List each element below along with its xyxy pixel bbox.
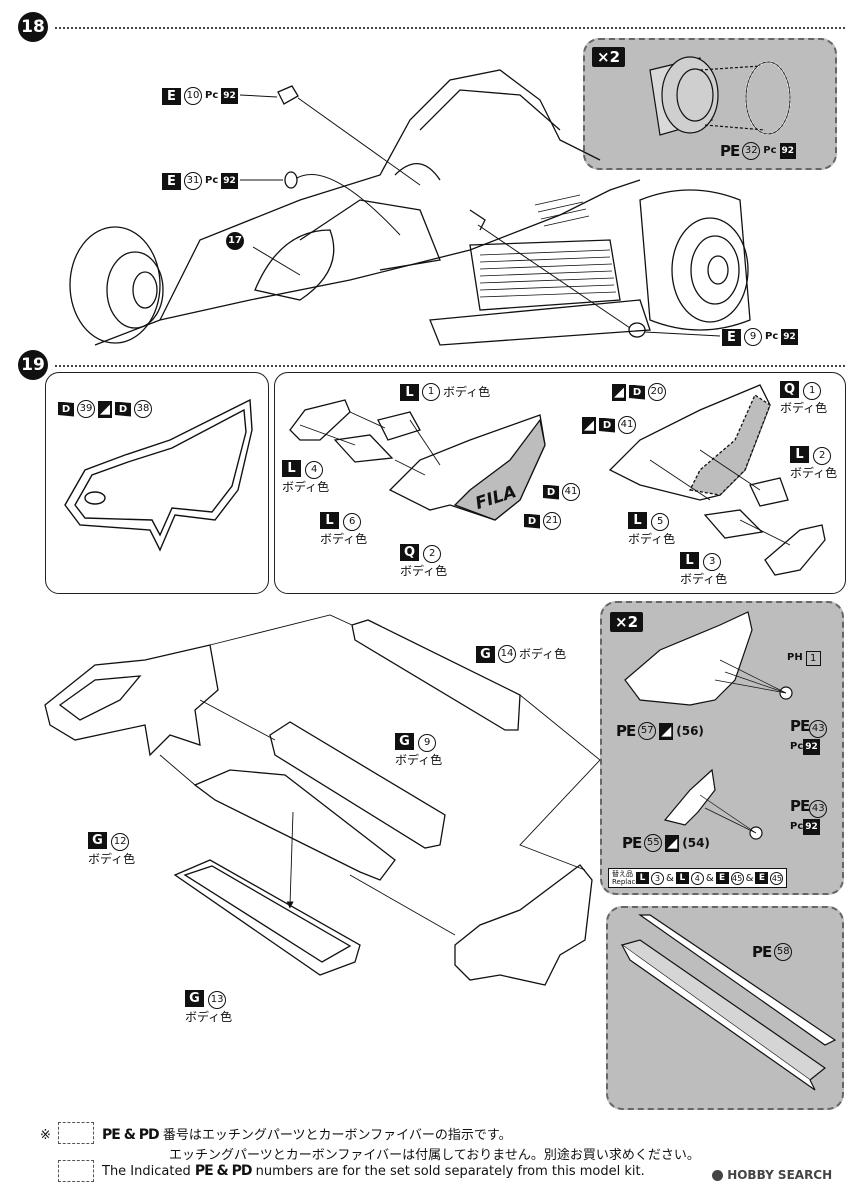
footer-line-2: エッチングパーツとカーボンファイバーは付属しておりません。別途お買い求めください… bbox=[169, 1148, 700, 1163]
step-18-separator bbox=[55, 27, 845, 29]
part-label-l6: L 6 ボディ色 bbox=[320, 512, 368, 546]
part-label-l4: L 4 ボディ色 bbox=[282, 460, 330, 494]
footer-dashed-box-1 bbox=[58, 1122, 94, 1144]
watermark-logo: HOBBY SEARCH bbox=[712, 1168, 832, 1182]
footer-line-3: The Indicated PE & PD numbers are for th… bbox=[102, 1163, 645, 1179]
part-label-l2: L 2 ボディ色 bbox=[790, 446, 838, 480]
part-label-l5: L 5 ボディ色 bbox=[628, 512, 676, 546]
part-label-g13: G 13 ボディ色 bbox=[185, 990, 233, 1024]
part-label-g12: G 12 ボディ色 bbox=[88, 832, 136, 866]
multiplier-badge: ×2 bbox=[592, 47, 626, 67]
step-18-number: 18 bbox=[18, 12, 48, 42]
footer-line-1: PE & PD 番号はエッチングパーツとカーボンファイバーの指示です。 bbox=[102, 1127, 512, 1143]
part-label-l3: L 3 ボディ色 bbox=[680, 552, 728, 586]
footer-note-mark: ※ bbox=[40, 1128, 51, 1143]
step-19-number: 19 bbox=[18, 350, 48, 380]
part-label-g9: G 9 ボディ色 bbox=[395, 733, 443, 767]
step-19-separator bbox=[55, 365, 845, 367]
part-label-17: 17 bbox=[226, 232, 244, 250]
part-label-q1: Q 1 ボディ色 bbox=[780, 381, 828, 415]
watermark-icon bbox=[712, 1170, 723, 1181]
part-label-q2: Q 2 ボディ色 bbox=[400, 544, 448, 578]
multiplier-badge-pe: ×2 bbox=[610, 612, 644, 632]
footer-dashed-box-2 bbox=[58, 1160, 94, 1182]
